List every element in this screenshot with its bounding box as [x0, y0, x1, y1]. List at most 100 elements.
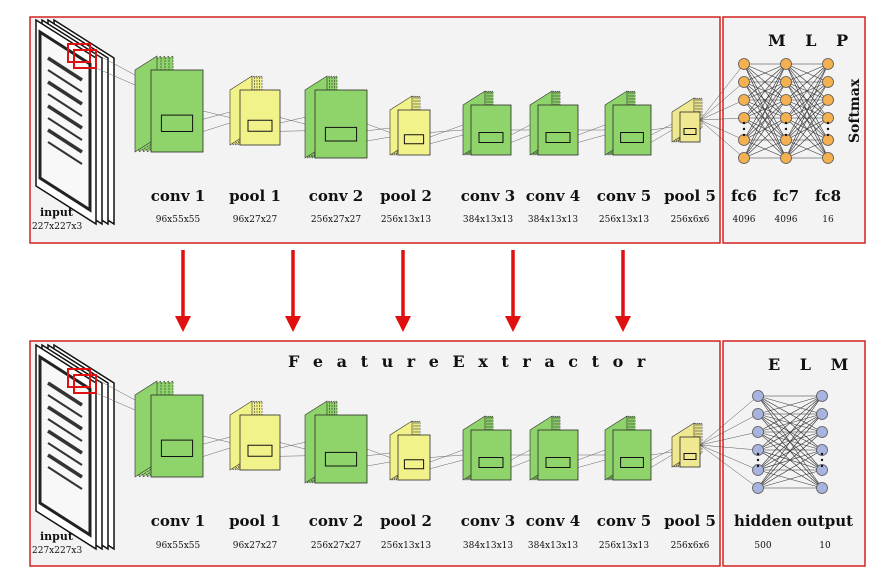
- layer-dims-conv5: 256x13x13: [599, 541, 650, 551]
- mlp-nodes-node: [738, 76, 750, 88]
- conv5-block: [604, 415, 652, 481]
- layer-label-conv4: conv 4: [526, 512, 580, 530]
- pool2-block: [389, 420, 431, 481]
- conv3-block: [462, 415, 512, 481]
- layer-dims-pool1: 96x27x27: [233, 215, 278, 225]
- conv1-block: [134, 55, 204, 153]
- connection-lines: [95, 53, 673, 144]
- layer-dims-pool2: 256x13x13: [381, 215, 432, 225]
- layer-label-pool2: pool 2: [380, 187, 432, 205]
- transfer-arrow: [505, 250, 521, 332]
- input-image-stack: [35, 343, 115, 551]
- elm-nodes-node: [816, 482, 828, 494]
- layer-dims-conv4: 384x13x13: [528, 541, 579, 551]
- layer-label-pool5: pool 5: [664, 512, 716, 530]
- layer-dims-pool2: 256x13x13: [381, 541, 432, 551]
- layer-dims-conv1: 96x55x55: [156, 541, 201, 551]
- receptive-field-cube: [67, 368, 91, 388]
- mlp-nodes-node: [822, 152, 834, 164]
- layer-label-conv5: conv 5: [597, 512, 651, 530]
- conv1-block-kernel: [160, 439, 194, 458]
- elm-nodes-node: [752, 464, 764, 476]
- layer-label-conv3: conv 3: [461, 187, 515, 205]
- transfer-arrow: [395, 250, 411, 332]
- elm-nodes-node: [752, 426, 764, 438]
- head-label-hidden: hidden: [734, 512, 792, 530]
- elm-nodes: [699, 390, 828, 494]
- mlp-nodes-node: [822, 58, 834, 70]
- layer-dims-conv2: 256x27x27: [311, 541, 362, 551]
- feature-extractor-title: F e a t u r e E x t r a c t o r: [288, 352, 649, 371]
- mlp-nodes-node: [822, 94, 834, 106]
- layer-label-conv2: conv 2: [309, 187, 363, 205]
- elm-nodes-node: [816, 408, 828, 420]
- head-dims-fc6: 4096: [733, 215, 756, 225]
- elm-nodes-node: [816, 426, 828, 438]
- mlp-nodes-node: [738, 94, 750, 106]
- conv4-block-kernel: [545, 457, 571, 468]
- mlp-nodes: [699, 58, 834, 164]
- conv3-block-kernel: [478, 457, 504, 468]
- mlp-nodes-node: [822, 76, 834, 88]
- pool2-block-kernel: [403, 134, 425, 145]
- head-label-output: output: [797, 512, 853, 530]
- layer-label-pool1: pool 1: [229, 187, 281, 205]
- head-dims-fc8: 16: [822, 215, 834, 225]
- head-label-fc7: fc7: [773, 187, 799, 205]
- layer-label-pool2: pool 2: [380, 512, 432, 530]
- layer-label-conv2: conv 2: [309, 512, 363, 530]
- transfer-arrow: [175, 250, 191, 332]
- transfer-arrow: [285, 250, 301, 332]
- bottom-input-dims: 227x227x3: [32, 546, 83, 556]
- bottom-input-label: input: [40, 530, 74, 543]
- top-input-dims: 227x227x3: [32, 222, 83, 232]
- bottom-network-art: [35, 343, 828, 551]
- elm-nodes-node: [816, 444, 828, 456]
- conv4-block: [529, 90, 579, 156]
- mlp-nodes-node: [738, 152, 750, 164]
- layer-dims-conv5: 256x13x13: [599, 215, 650, 225]
- mlp-nodes-node: [780, 94, 792, 106]
- pool1-block-kernel: [247, 119, 273, 132]
- layer-label-conv1: conv 1: [151, 187, 205, 205]
- conv2-block: [304, 400, 368, 484]
- conv2-block: [304, 75, 368, 159]
- conv5-block-kernel: [620, 132, 644, 143]
- pool2-block-kernel: [403, 459, 425, 470]
- conv1-block: [134, 380, 204, 478]
- pool2-block: [389, 95, 431, 156]
- layer-label-conv3: conv 3: [461, 512, 515, 530]
- conv5-block-kernel: [620, 457, 644, 468]
- head-label-fc6: fc6: [731, 187, 757, 205]
- softmax-label: Softmax: [847, 78, 863, 143]
- layer-dims-conv2: 256x27x27: [311, 215, 362, 225]
- elm-nodes-node: [752, 390, 764, 402]
- receptive-field-cube: [67, 43, 91, 63]
- pool1-block: [229, 75, 281, 146]
- top-mlp-panel: [722, 16, 866, 244]
- top-network-art: [35, 18, 834, 226]
- elm-nodes-node: [752, 482, 764, 494]
- conv3-block-kernel: [478, 132, 504, 143]
- layer-dims-conv3: 384x13x13: [463, 215, 514, 225]
- elm-nodes-node: [752, 408, 764, 420]
- connection-lines: [95, 378, 673, 469]
- mlp-nodes-node: [780, 58, 792, 70]
- layer-dims-pool5: 256x6x6: [671, 541, 710, 551]
- conv2-block-kernel: [324, 126, 358, 142]
- elm-nodes-node: [752, 444, 764, 456]
- layer-label-conv1: conv 1: [151, 512, 205, 530]
- transfer-arrow: [615, 250, 631, 332]
- conv1-block-kernel: [160, 114, 194, 132]
- head-dims-fc7: 4096: [775, 215, 798, 225]
- layer-label-pool1: pool 1: [229, 512, 281, 530]
- mlp-nodes-node: [780, 152, 792, 164]
- top-input-label: input: [40, 206, 74, 219]
- elm-title: E L M: [768, 355, 855, 374]
- mlp-nodes-node: [738, 58, 750, 70]
